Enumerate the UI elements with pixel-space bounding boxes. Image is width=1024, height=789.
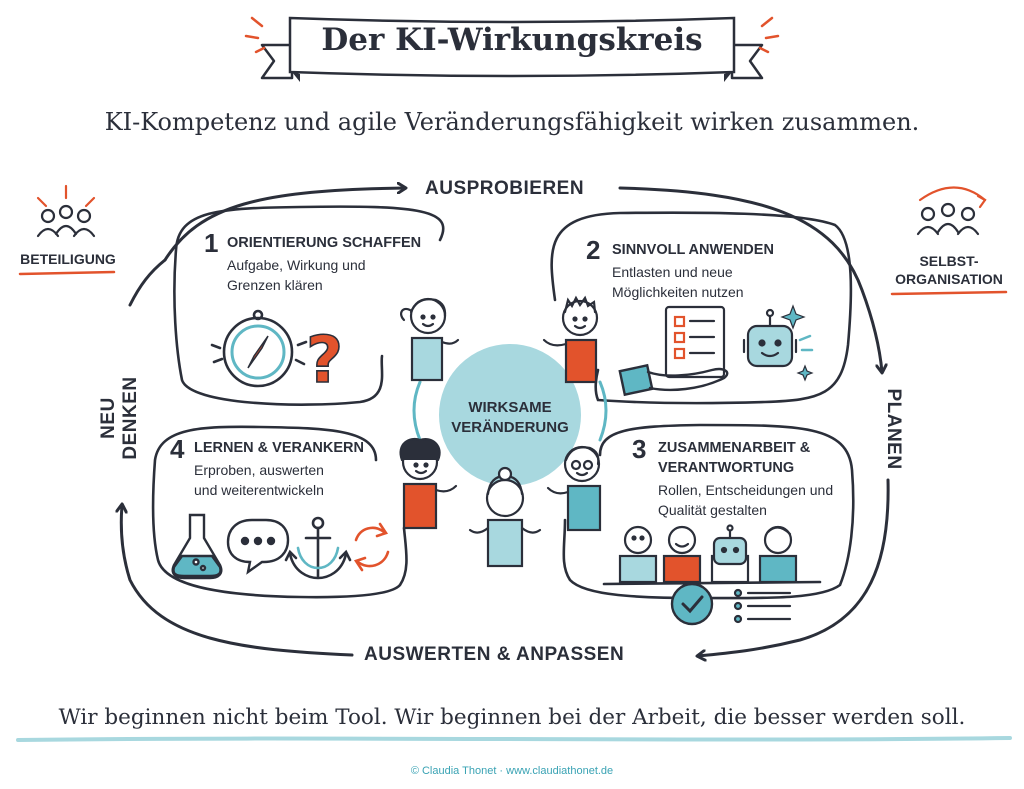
side-label-selbst-line1: SELBST- xyxy=(919,253,979,269)
step-title-2: SINNVOLL ANWENDEN xyxy=(612,242,774,258)
checklist-icon xyxy=(664,305,726,379)
page-subtitle: KI-Kompetenz und agile Veränderungsfähig… xyxy=(104,108,920,136)
person-figure xyxy=(542,295,599,384)
step-desc-4-line1: Erproben, auswerten xyxy=(194,462,324,478)
title-sparkles xyxy=(244,16,780,54)
anchor-icon xyxy=(284,516,352,580)
person-figure xyxy=(468,466,542,568)
step-desc-2-line1: Entlasten und neue xyxy=(612,264,733,280)
step-desc-2-line2: Möglichkeiten nutzen xyxy=(612,284,744,300)
robot-icon xyxy=(742,308,798,368)
step-number-4: 4 xyxy=(170,434,185,464)
center-label: WIRKSAME VERÄNDERUNG xyxy=(440,398,580,438)
cycle-label-top: AUSPROBIEREN xyxy=(425,178,585,199)
center-label-line1: WIRKSAME xyxy=(468,399,552,416)
side-label-beteiligung: BETEILIGUNG xyxy=(20,251,116,267)
compass-icon xyxy=(210,309,308,388)
footer-underline xyxy=(16,736,1012,742)
question-mark-icon: ? xyxy=(306,324,343,398)
cycle-arrows xyxy=(121,188,890,656)
quadrant-boxes xyxy=(151,205,855,600)
team-icon xyxy=(602,524,822,586)
speech-bubble-icon xyxy=(226,518,290,575)
hand-icon xyxy=(618,363,729,397)
cycle-label-right: PLANEN xyxy=(883,388,904,470)
step-title-1: ORIENTIERUNG SCHAFFEN xyxy=(227,235,422,251)
side-underlines xyxy=(18,270,1008,296)
step-title-3-line2: VERANTWORTUNG xyxy=(658,460,795,476)
person-figure xyxy=(546,445,602,532)
page-title: Der KI-Wirkungskreis xyxy=(321,22,703,58)
step-title-3-line1: ZUSAMMENARBEIT & xyxy=(658,440,811,456)
footer-quote: Wir beginnen nicht beim Tool. Wir beginn… xyxy=(58,705,966,730)
credit-line[interactable]: © Claudia Thonet · www.claudiathonet.de xyxy=(410,765,614,777)
step-desc-1-line1: Aufgabe, Wirkung und xyxy=(227,257,366,273)
center-label-line2: VERÄNDERUNG xyxy=(451,419,569,436)
flask-icon xyxy=(171,513,223,580)
side-label-selbst-line2: ORGANISATION xyxy=(895,271,1003,287)
step-title-4: LERNEN & VERANKERN xyxy=(194,440,364,456)
check-circle-icon xyxy=(670,582,714,626)
sparkle-icon xyxy=(780,304,814,382)
cycle-label-left: NEU DENKEN xyxy=(98,376,141,460)
step-desc-3-line2: Qualität gestalten xyxy=(658,502,767,518)
cycle-arrows-icon xyxy=(353,522,390,572)
person-figure xyxy=(399,437,458,530)
list-icon xyxy=(733,588,792,624)
step-number-2: 2 xyxy=(586,235,601,265)
title-banner xyxy=(260,16,764,82)
person-figure xyxy=(400,297,460,382)
step-desc-3-line1: Rollen, Entscheidungen und xyxy=(658,482,834,498)
people-group-icon xyxy=(916,186,987,236)
step-desc-4-line2: und weiterentwickeln xyxy=(194,482,324,498)
cycle-label-bottom: AUSWERTEN & ANPASSEN xyxy=(364,644,625,665)
people-group-icon xyxy=(36,184,96,238)
step-number-3: 3 xyxy=(632,434,647,464)
step-desc-1-line2: Grenzen klären xyxy=(227,277,323,293)
center-circle xyxy=(412,342,608,488)
step-number-1: 1 xyxy=(204,228,219,258)
